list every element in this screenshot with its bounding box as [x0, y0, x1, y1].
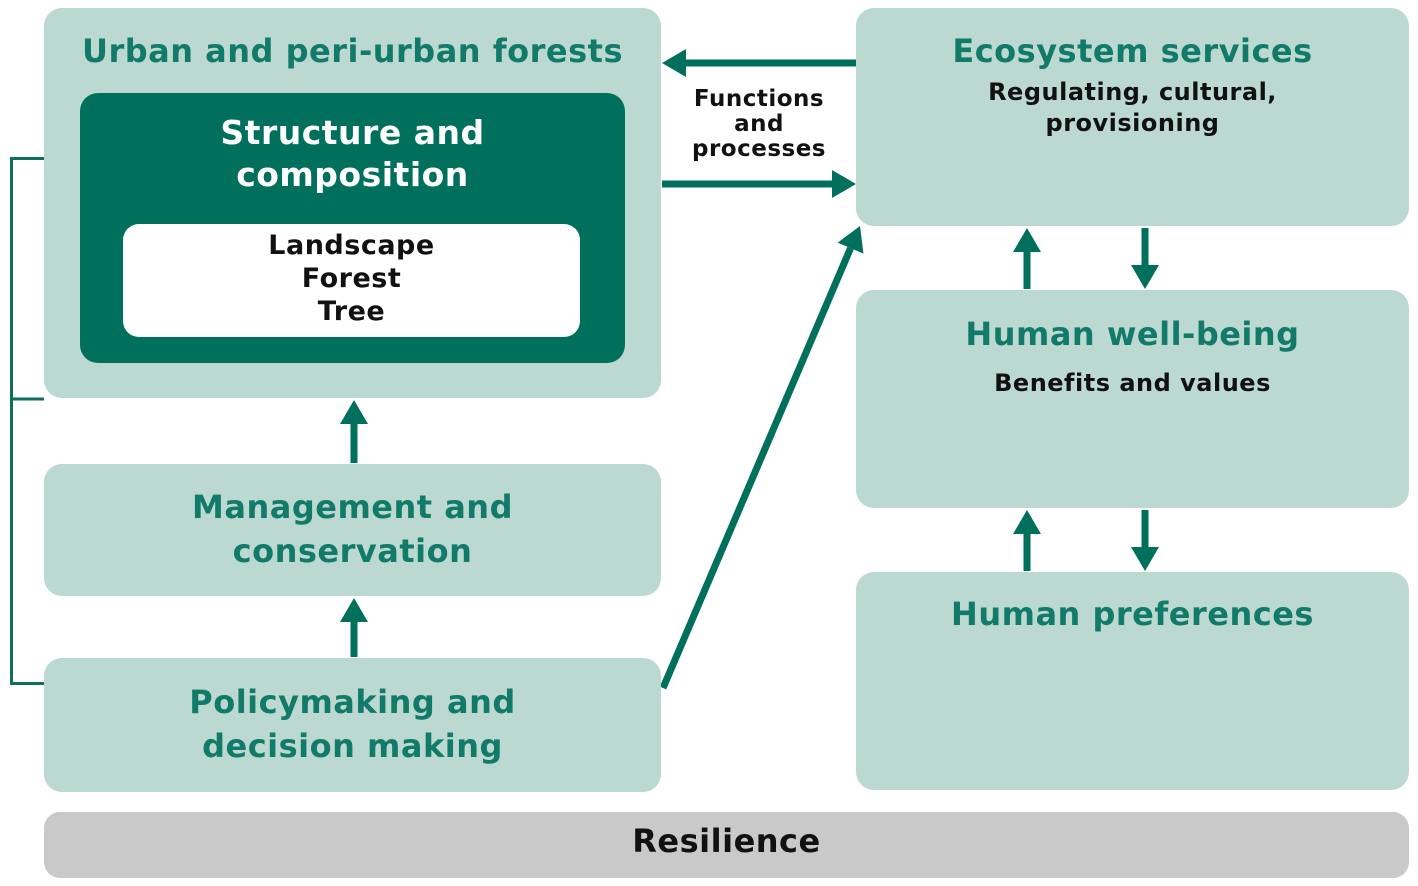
functions-label-line3: processes: [691, 136, 826, 162]
ecosystem-services-title: Ecosystem services: [952, 32, 1313, 70]
left-bracket: [10, 157, 44, 685]
arrow-policy-to-ecosystem: [659, 226, 864, 690]
functions-label-line1: Functions: [693, 86, 825, 112]
human-wellbeing-sub: Benefits and values: [994, 369, 1271, 397]
human-preferences-title: Human preferences: [951, 595, 1314, 633]
arrow-structure-to-ecosystem: [662, 170, 856, 198]
urban-forests-title: Urban and peri-urban forests: [81, 32, 623, 70]
management-conservation-box: [44, 464, 661, 596]
arrow-ecosystem-to-forests: [662, 49, 856, 77]
ecosystem-services-box: [856, 8, 1409, 226]
arrow-preferences-to-wellbeing: [1013, 510, 1041, 571]
policymaking-title: Policymaking and decision making: [44, 680, 661, 768]
structure-composition-title: Structure and composition: [80, 112, 625, 196]
human-wellbeing-title: Human well-being: [965, 315, 1300, 353]
functions-label-line2: and: [734, 111, 784, 137]
ecosystem-services-sub-line2: provisioning: [1045, 109, 1220, 137]
arrow-wellbeing-to-ecosystem: [1013, 228, 1041, 289]
arrow-management-to-forests: [340, 400, 368, 463]
level-tree: Tree: [317, 296, 386, 327]
structure-title-line1: Structure and: [220, 113, 485, 152]
management-conservation-title: Management and conservation: [44, 485, 661, 573]
structure-title-line2: composition: [236, 155, 469, 194]
arrow-wellbeing-to-preferences: [1131, 510, 1159, 571]
arrow-policy-to-management: [340, 598, 368, 657]
policy-title-line1: Policymaking and: [189, 683, 516, 721]
management-title-line2: conservation: [232, 532, 473, 570]
management-title-line1: Management and: [192, 488, 513, 526]
policymaking-box: [44, 658, 661, 792]
arrow-ecosystem-to-wellbeing: [1131, 228, 1159, 289]
functions-processes-label: Functions and processes: [664, 87, 854, 162]
resilience-bar: [44, 812, 1409, 878]
human-wellbeing-box: [856, 290, 1409, 508]
resilience-label: Resilience: [632, 822, 821, 860]
human-preferences-box: [856, 572, 1409, 790]
ecosystem-services-sub-line1: Regulating, cultural,: [988, 78, 1277, 106]
policy-title-line2: decision making: [202, 727, 503, 765]
scale-levels-box: [123, 224, 580, 337]
level-landscape: Landscape: [268, 230, 435, 261]
level-forest: Forest: [301, 263, 402, 294]
